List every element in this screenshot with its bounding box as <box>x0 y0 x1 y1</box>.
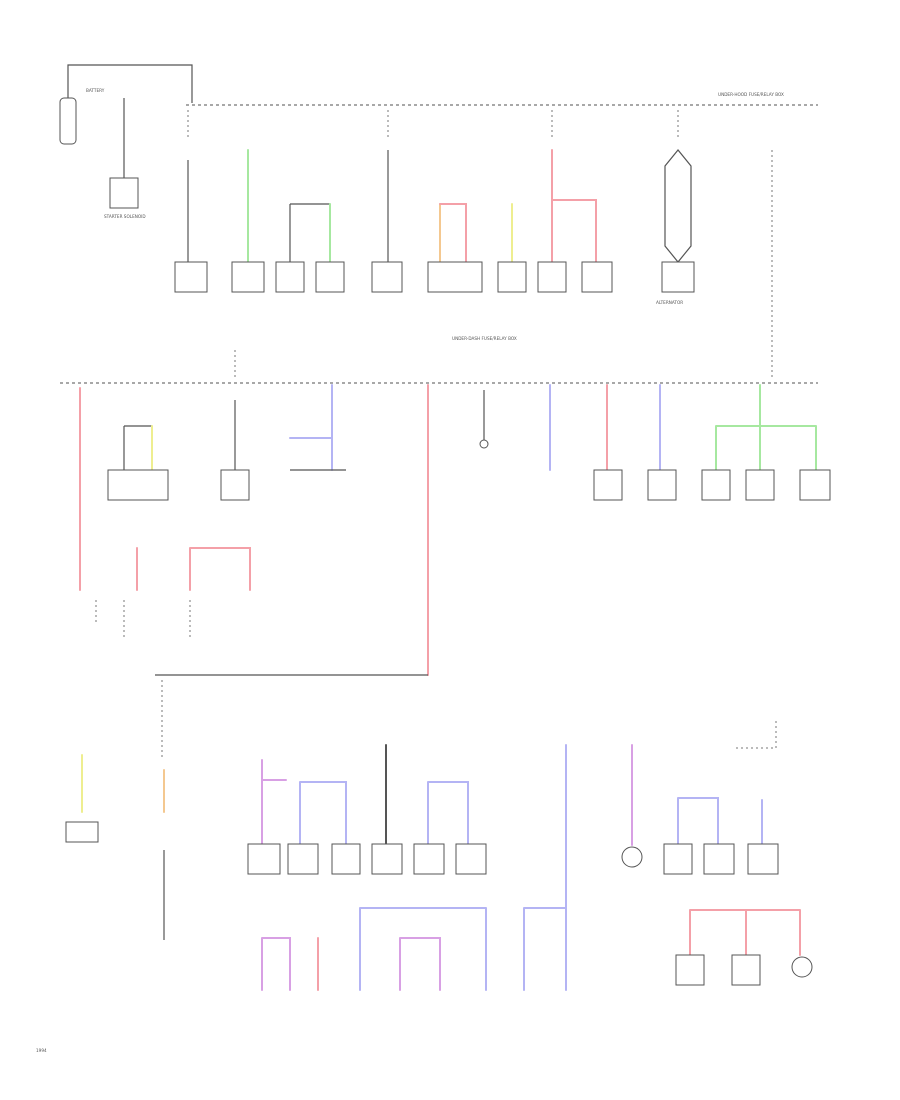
under-dash-fuse-box-label: UNDER-DASH FUSE/RELAY BOX <box>452 336 517 341</box>
alternator-label: ALTERNATOR <box>656 300 683 305</box>
component-box <box>65 821 99 843</box>
component-box <box>745 469 775 501</box>
alternator-box <box>661 261 695 293</box>
component-box <box>675 954 705 986</box>
starter-solenoid-label: STARTER SOLENOID <box>104 214 146 219</box>
component-box <box>315 261 345 293</box>
component-box <box>747 843 779 875</box>
starter-solenoid-box <box>109 177 139 209</box>
component-box <box>331 843 361 875</box>
component-box <box>647 469 677 501</box>
under-dash-branches <box>79 350 831 676</box>
component-box <box>701 469 731 501</box>
component-box <box>731 954 761 986</box>
component-box <box>371 843 403 875</box>
battery-symbol <box>59 97 77 145</box>
page-code: 1994 <box>36 1048 47 1053</box>
component-box <box>413 843 445 875</box>
underhood-branches: ALTERNATOR <box>174 110 773 380</box>
lower-circuits <box>65 680 813 991</box>
battery-cable <box>67 64 193 103</box>
component-box <box>799 469 831 501</box>
component-box <box>663 843 693 875</box>
component-box <box>275 261 305 293</box>
component-box <box>174 261 208 293</box>
component-box <box>247 843 281 875</box>
component-box <box>220 469 250 501</box>
component-box <box>427 261 483 293</box>
component-box <box>455 843 487 875</box>
component-box <box>107 469 169 501</box>
component-box <box>231 261 265 293</box>
component-box <box>593 469 623 501</box>
underhood-fuse-box-label: UNDER-HOOD FUSE/RELAY BOX <box>718 92 784 97</box>
component-box <box>371 261 403 293</box>
component-box <box>703 843 735 875</box>
component-box <box>497 261 527 293</box>
component-box <box>537 261 567 293</box>
component-box <box>581 261 613 293</box>
battery-section: BATTERY STARTER SOLENOID <box>59 64 193 219</box>
battery-label: BATTERY <box>86 88 105 93</box>
component-box <box>287 843 319 875</box>
